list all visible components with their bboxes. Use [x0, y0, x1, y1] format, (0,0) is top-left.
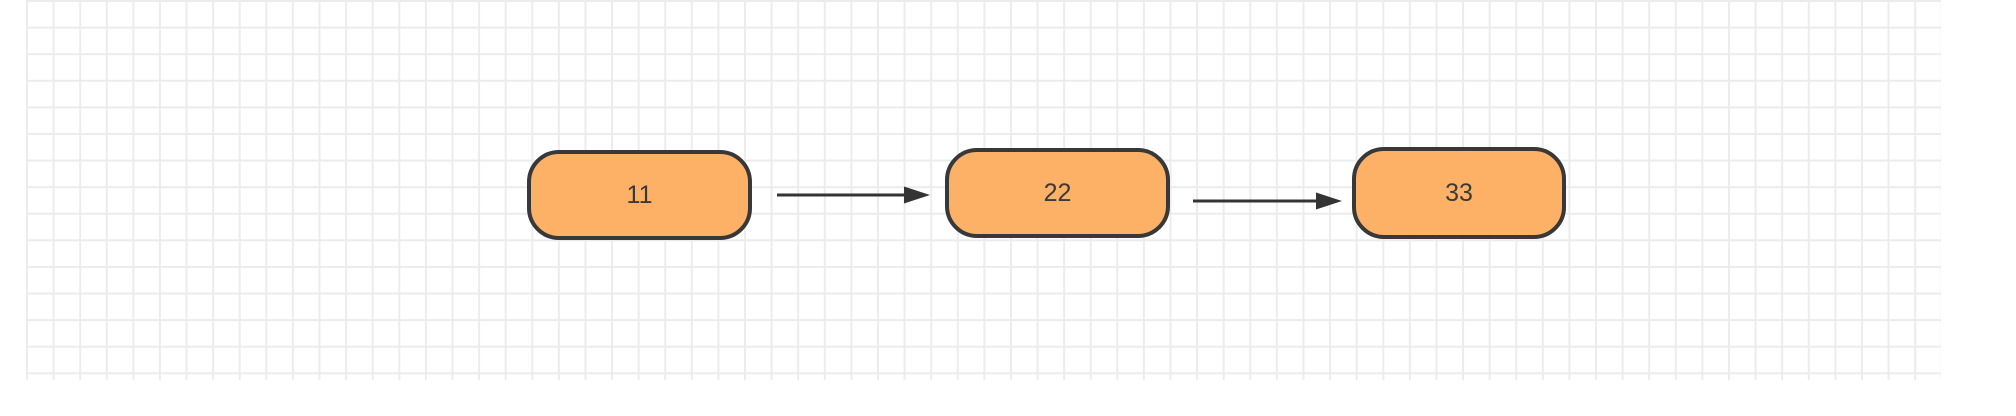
node-label: 22 — [1043, 178, 1072, 207]
flow-node-n1[interactable]: 11 — [527, 150, 752, 240]
node-label: 11 — [626, 180, 653, 209]
flow-node-n3[interactable]: 33 — [1352, 147, 1566, 239]
flow-node-n2[interactable]: 22 — [945, 148, 1170, 238]
node-label: 33 — [1445, 178, 1473, 207]
